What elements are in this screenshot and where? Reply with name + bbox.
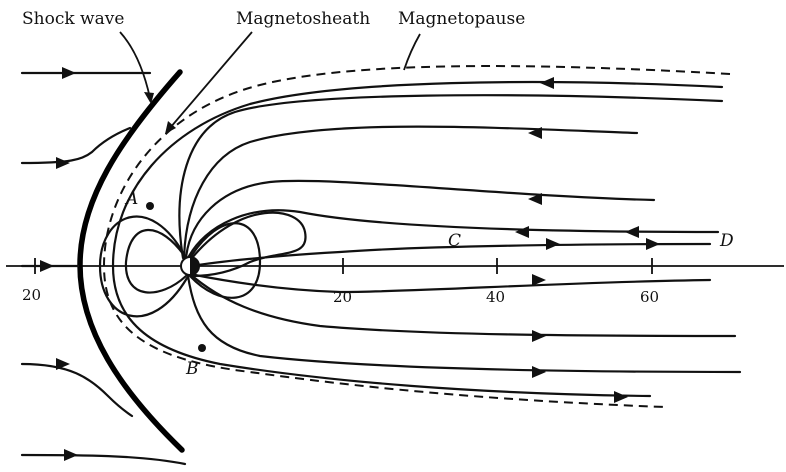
axis-tick-label: 60 bbox=[640, 288, 659, 306]
point-b-marker bbox=[198, 344, 206, 352]
dipole-field-line bbox=[126, 230, 186, 293]
arrowhead bbox=[546, 238, 560, 250]
point-c-label: C bbox=[448, 231, 461, 251]
solar-wind-line bbox=[22, 455, 185, 464]
arrowhead bbox=[64, 449, 78, 461]
point-b-label: B bbox=[185, 359, 199, 379]
magnetopause-pointer bbox=[404, 34, 420, 70]
point-a-marker bbox=[146, 202, 154, 210]
axis-tick-label: 20 bbox=[22, 286, 41, 304]
arrowhead bbox=[540, 77, 554, 89]
field-line bbox=[186, 181, 654, 258]
arrowhead bbox=[614, 391, 628, 403]
arrowhead bbox=[532, 330, 546, 342]
shock-wave-pointer bbox=[120, 32, 150, 98]
field-line bbox=[184, 127, 637, 258]
arrowhead bbox=[40, 260, 54, 272]
field-line bbox=[190, 274, 710, 292]
point-d-label: D bbox=[719, 231, 734, 251]
arrowhead bbox=[56, 157, 70, 169]
arrowhead bbox=[515, 226, 529, 238]
arrowhead bbox=[62, 67, 76, 79]
shock-wave-label: Shock wave bbox=[22, 9, 124, 29]
axis-tick-label: 40 bbox=[486, 288, 505, 306]
magnetosheath-label: Magnetosheath bbox=[236, 9, 370, 29]
arrowhead bbox=[625, 226, 639, 238]
point-a-label: A bbox=[124, 189, 138, 209]
magnetosheath-pointer bbox=[170, 32, 252, 128]
axis-tick-label: 20 bbox=[333, 288, 352, 306]
arrowhead bbox=[532, 366, 546, 378]
magnetopause-label: Magnetopause bbox=[398, 9, 525, 29]
arrowhead bbox=[646, 238, 660, 250]
